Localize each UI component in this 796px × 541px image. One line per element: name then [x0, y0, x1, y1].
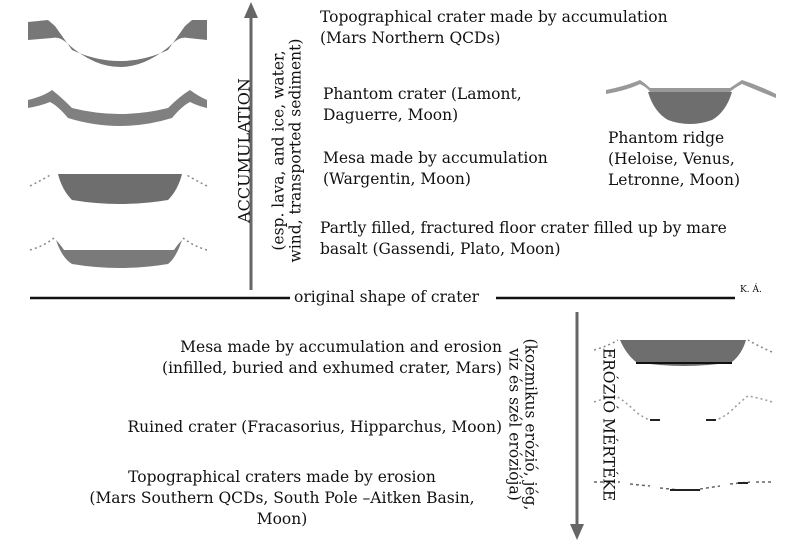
label-mesa-erosion: Mesa made by accumulation and erosion (i…: [162, 337, 502, 379]
crater-profile-mesa-accumulation: [30, 174, 207, 204]
label-topographical-accumulation: Topographical crater made by accumulatio…: [320, 7, 668, 49]
label-phantom-ridge: Phantom ridge (Heloise, Venus, Letronne,…: [608, 128, 740, 191]
label-partly-filled: Partly filled, fractured floor crater fi…: [320, 218, 727, 260]
crater-profile-partly-filled: [30, 238, 207, 268]
label-phantom-crater: Phantom crater (Lamont, Daguerre, Moon): [323, 84, 522, 126]
crater-profile-phantom-ridge: [606, 80, 776, 124]
author-signature: K. Á.: [740, 285, 762, 295]
crater-profile-phantom-crater: [28, 90, 207, 126]
erosion-axis-subtitle-2: víz és szél eróziója): [506, 327, 523, 523]
crater-profile-ruined-crater: [594, 396, 772, 420]
label-mesa-accumulation: Mesa made by accumulation (Wargentin, Mo…: [323, 148, 548, 190]
label-ruined-crater: Ruined crater (Fracasorius, Hipparchus, …: [128, 417, 503, 438]
erosion-axis-subtitle-1: (kozmikus erózió, jég,: [522, 327, 539, 523]
accumulation-axis-title: ACCUMULATION: [236, 53, 253, 249]
crater-profile-topographical-erosion: [594, 482, 774, 490]
label-topographical-erosion: Topographical craters made by erosion (M…: [62, 467, 502, 530]
crater-profile-topographical-accumulation: [28, 20, 207, 67]
original-shape-label: original shape of crater: [290, 288, 483, 306]
crater-profile-mesa-erosion: [594, 340, 772, 366]
erosion-axis-title: ERÓZIÓ MÉRTÉKE: [600, 327, 617, 523]
accumulation-axis-subtitle-1: (esp. lava, and ice, water,: [271, 36, 288, 266]
accumulation-axis-subtitle-2: wind, transported sediment): [288, 36, 305, 266]
erosion-arrow: [570, 312, 584, 540]
